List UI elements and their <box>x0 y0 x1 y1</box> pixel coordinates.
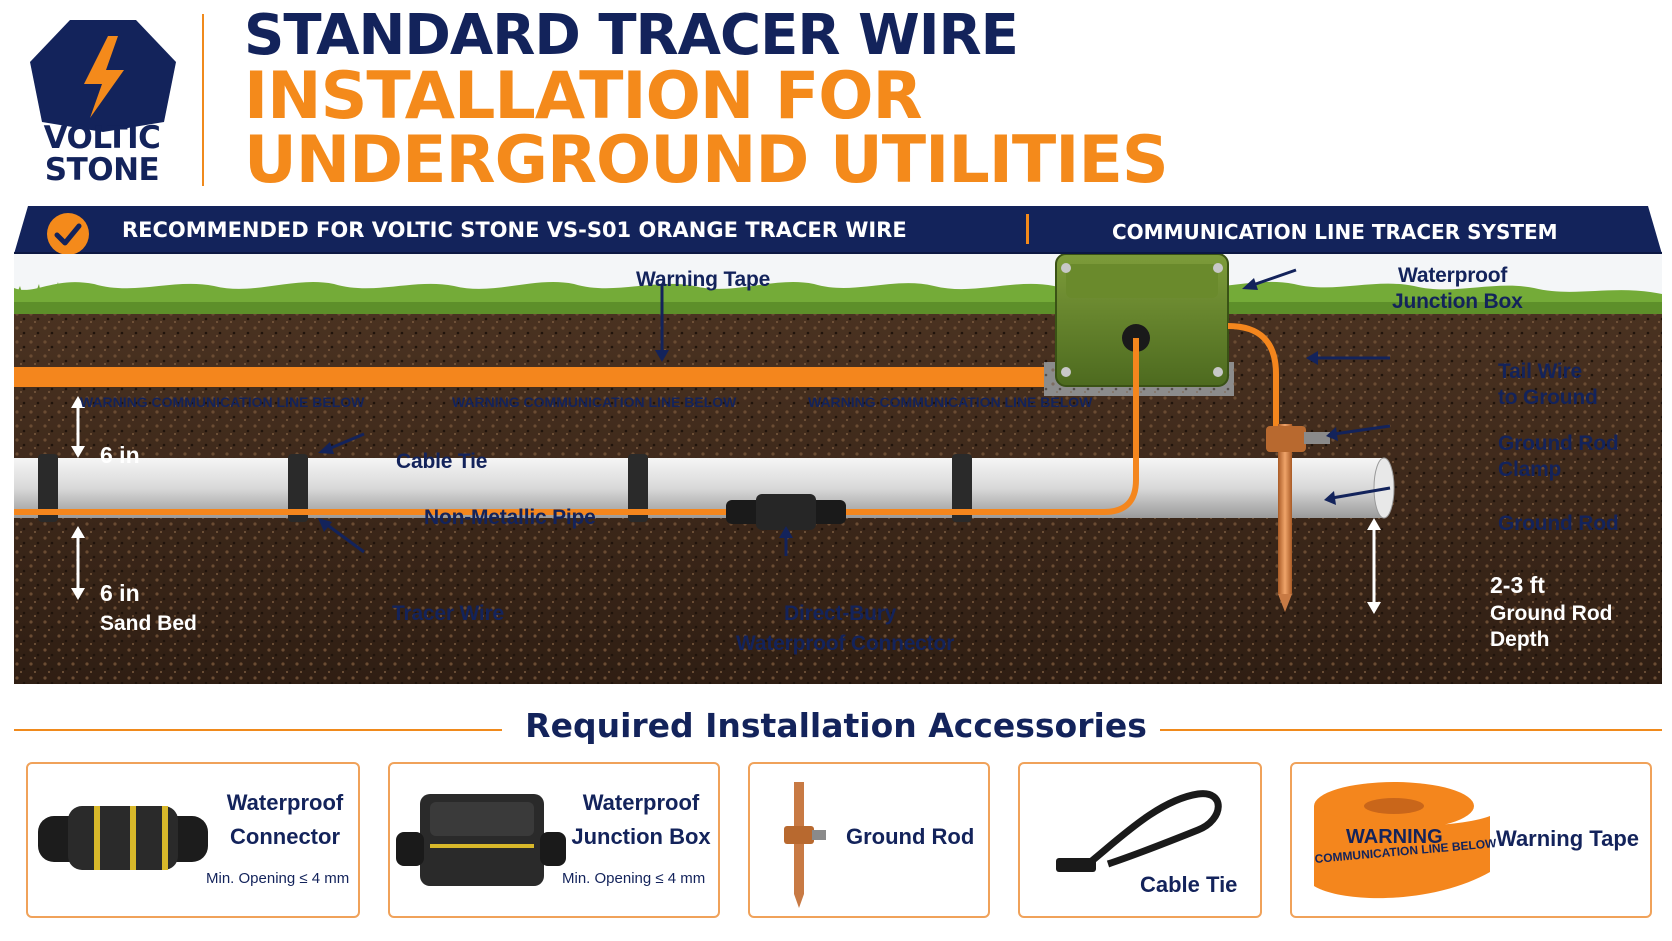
accessory-card-junction-box: Waterproof Junction Box Min. Opening ≤ 4… <box>388 762 720 918</box>
label-cable-tie: Cable Tie <box>396 450 488 473</box>
accessory-name-line1: Waterproof <box>582 790 700 815</box>
label-ground-rod: Ground Rod <box>1498 512 1619 535</box>
banner-system-name: COMMUNICATION LINE TRACER SYSTEM <box>1112 220 1558 244</box>
label-connector-line1: Direct-Bury <box>784 602 897 625</box>
label-rod-depth-line1: 2-3 ft <box>1490 572 1545 598</box>
brand-name: VOLTIC STONE <box>22 122 182 186</box>
label-clamp-line2: Clamp <box>1498 458 1562 481</box>
tape-text-3: WARNING COMMUNICATION LINE BELOW <box>808 394 1093 410</box>
tape-text-1: WARNING COMMUNICATION LINE BELOW <box>80 394 365 410</box>
label-tail-line1: Tail Wire <box>1498 360 1582 383</box>
accessories-rule-right <box>1160 729 1662 731</box>
label-tail-line2: to Ground <box>1498 386 1598 409</box>
accessory-card-ground-rod: Ground Rod <box>748 762 990 918</box>
label-tracer-wire: Tracer Wire <box>392 602 505 625</box>
accessory-name-line2: Junction Box <box>571 824 711 849</box>
ground-rod-icon <box>784 782 826 908</box>
label-junction-line2: Junction Box <box>1392 290 1523 313</box>
check-circle-icon <box>47 213 89 255</box>
accessory-card-cable-tie: Cable Tie <box>1018 762 1262 918</box>
label-pipe: Non-Metallic Pipe <box>424 506 596 529</box>
accessories-title: Required Installation Accessories <box>525 706 1147 745</box>
accessory-name: Waterproof Connector <box>212 786 358 854</box>
label-warning-tape: Warning Tape <box>636 268 771 291</box>
cable-tie-icon <box>1056 790 1222 872</box>
label-clamp-line1: Ground Rod <box>1498 432 1619 455</box>
tape-roll-text-line1: WARNING <box>1346 826 1443 848</box>
accessory-name: Ground Rod <box>846 824 975 849</box>
label-rod-depth-line2: Ground Rod <box>1490 602 1613 625</box>
label-connector-line2: Waterproof Connector <box>736 632 955 655</box>
label-depth-top: 6 in <box>100 442 140 468</box>
page-title-line2: INSTALLATION FOR <box>244 59 923 134</box>
logo-bolt-icon <box>30 20 176 132</box>
header-divider <box>202 14 204 186</box>
brand-name-line2: STONE <box>44 152 160 188</box>
accessory-name: Warning Tape <box>1496 826 1639 851</box>
accessory-name-line1: Waterproof <box>226 790 344 815</box>
accessories-rule-left <box>14 729 502 731</box>
label-junction-line1: Waterproof <box>1398 264 1508 287</box>
label-depth-bottom: 6 in <box>100 580 140 606</box>
accessory-card-warning-tape: WARNING COMMUNICATION LINE BELOW Warning… <box>1290 762 1652 918</box>
junction-box-icon <box>396 794 566 886</box>
brand-name-line1: VOLTIC <box>43 120 161 156</box>
label-rod-depth-line3: Depth <box>1490 628 1550 651</box>
label-sand-bed: Sand Bed <box>100 612 197 635</box>
accessory-note: Min. Opening ≤ 4 mm <box>206 870 350 887</box>
banner-recommendation: RECOMMENDED FOR VOLTIC STONE VS-S01 ORAN… <box>122 218 907 242</box>
accessory-card-connector: Waterproof Connector Min. Opening ≤ 4 mm <box>26 762 360 918</box>
accessory-name: Waterproof Junction Box <box>566 786 716 854</box>
page-title-line1: STANDARD TRACER WIRE <box>244 3 1019 68</box>
banner-separator <box>1026 214 1029 244</box>
page-title-line3: UNDERGROUND UTILITIES <box>244 123 1169 198</box>
waterproof-connector-icon <box>38 806 208 870</box>
accessory-note: Min. Opening ≤ 4 mm <box>562 870 706 887</box>
installation-cross-section <box>14 254 1662 684</box>
accessory-name-line2: Connector <box>230 824 340 849</box>
accessory-name: Cable Tie <box>1140 872 1238 897</box>
warning-tape-roll-icon <box>1314 782 1490 899</box>
tape-text-2: WARNING COMMUNICATION LINE BELOW <box>452 394 737 410</box>
